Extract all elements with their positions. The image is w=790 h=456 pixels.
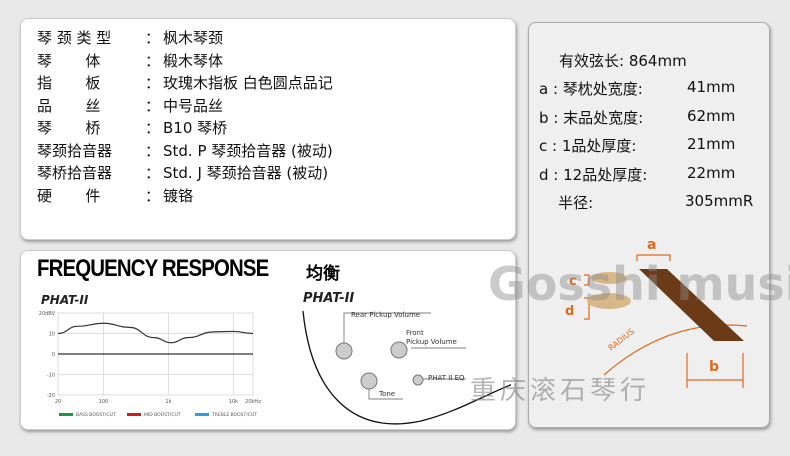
spec-value: Std. J 琴颈拾音器 (被动) xyxy=(163,164,329,182)
spec-value: 椴木琴体 xyxy=(163,51,224,70)
dim-value: 62mm xyxy=(687,106,736,125)
spec-colon: ： xyxy=(145,74,161,92)
spec-colon: ： xyxy=(145,51,161,70)
specs-panel: 琴 颈 类 型：枫木琴颈琴 体：椴木琴体指 板：玫瑰木指板 白色圆点品记品 丝：… xyxy=(20,18,516,240)
x-tick-label: 20kHz xyxy=(245,399,261,405)
neck-diagram: a b c d RADIUS xyxy=(565,237,748,388)
rear-pickup-label: Rear Pickup Volume xyxy=(351,311,421,319)
dim-label: d : 12品处厚度: xyxy=(539,165,648,184)
y-tick-label: -10 xyxy=(47,373,55,379)
spec-colon: ： xyxy=(145,119,161,137)
dimensions-panel: 有效弦长: 864mm a b c d RADIUS a : 琴枕处宽度: 41m… xyxy=(528,22,770,428)
spec-row: 指 板 ：玫瑰木指板 白色圆点品记 xyxy=(37,72,333,94)
tone-knob xyxy=(360,372,378,390)
legend-swatch xyxy=(195,413,209,416)
x-tick-label: 10k xyxy=(229,399,238,405)
front-label: Front xyxy=(406,329,424,337)
spec-value: 玫瑰木指板 白色圆点品记 xyxy=(163,74,333,92)
y-tick-label: 20dBV xyxy=(39,311,56,317)
dim-label: b : 末品处宽度: xyxy=(539,108,644,127)
front-volume-knob xyxy=(390,341,408,359)
dim-value: 21mm xyxy=(687,135,736,153)
spec-row: 品 丝 ：中号品丝 xyxy=(37,95,223,117)
eq-title: 均衡 xyxy=(306,264,340,284)
dim-label: 半径: xyxy=(539,194,594,212)
scale-length: 有效弦长: 864mm xyxy=(559,52,687,70)
spec-row: 琴 颈 类 型 ：枫木琴颈 xyxy=(37,27,223,49)
spec-colon: ： xyxy=(145,141,161,160)
dim-a: a xyxy=(647,237,656,253)
spec-key: 品 丝 xyxy=(37,96,101,115)
spec-colon: ： xyxy=(145,164,161,182)
watermark-brand: Gosshi music xyxy=(488,257,790,311)
eq-subtitle: PHAT-II xyxy=(303,291,355,306)
dim-value: 305mmR xyxy=(685,192,754,210)
spec-colon: ： xyxy=(145,29,161,47)
dim-label: c : 1品处厚度: xyxy=(539,137,637,155)
spec-row: 琴 体 ：椴木琴体 xyxy=(37,50,223,72)
y-tick-label: -20 xyxy=(47,393,55,399)
front-pickup-label: Pickup Volume xyxy=(406,338,457,346)
spec-colon: ： xyxy=(145,186,161,205)
spec-value: 枫木琴颈 xyxy=(163,29,224,47)
spec-value: 中号品丝 xyxy=(163,96,224,115)
watermark-store: 重庆滚石琴行 xyxy=(470,376,651,406)
spec-value: Std. P 琴颈拾音器 (被动) xyxy=(163,141,333,160)
chart-subtitle: PHAT-II xyxy=(41,293,89,307)
x-tick-label: 20 xyxy=(55,399,61,405)
dim-value: 41mm xyxy=(687,78,736,96)
body-outline xyxy=(302,310,511,425)
y-tick-label: 0 xyxy=(52,352,55,358)
legend-label: MID BOOST/CUT xyxy=(144,412,181,418)
spec-colon: ： xyxy=(145,96,161,115)
y-tick-label: 10 xyxy=(49,332,55,338)
legend-label: TREBLE BOOST/CUT xyxy=(211,412,257,418)
spec-row: 琴桥拾音器 ：Std. J 琴颈拾音器 (被动) xyxy=(37,162,328,184)
spec-key: 琴 体 xyxy=(37,51,101,70)
dim-value: 22mm xyxy=(687,163,736,182)
dim-c: c xyxy=(569,274,577,289)
dim-label: a : 琴枕处宽度: xyxy=(539,80,643,98)
radius-label: RADIUS xyxy=(607,327,636,353)
dim-b: b xyxy=(709,359,719,375)
dim-d: d xyxy=(565,304,574,319)
spec-row: 琴 桥 ：B10 琴桥 xyxy=(37,117,227,139)
spec-value: 镀铬 xyxy=(163,186,194,205)
series-response xyxy=(57,322,254,344)
spec-key: 琴 颈 类 型 xyxy=(37,29,112,47)
legend-label: BASS BOOST/CUT xyxy=(76,412,116,418)
phat-eq-knob xyxy=(412,374,424,386)
spec-value: B10 琴桥 xyxy=(163,119,228,137)
x-tick-label: 1k xyxy=(165,399,171,405)
spec-key: 琴桥拾音器 xyxy=(37,164,113,182)
spec-key: 琴颈拾音器 xyxy=(37,141,113,160)
spec-key: 琴 桥 xyxy=(37,119,101,137)
rear-volume-knob xyxy=(335,342,353,360)
legend-swatch xyxy=(59,413,73,416)
eq-diagram xyxy=(302,310,511,425)
tone-label: Tone xyxy=(379,390,396,398)
x-tick-label: 100 xyxy=(99,399,109,405)
spec-key: 硬 件 xyxy=(37,186,101,205)
frequency-response-title: FREQUENCY RESPONSE xyxy=(37,255,269,282)
spec-key: 指 板 xyxy=(37,74,101,92)
spec-row: 琴颈拾音器 ：Std. P 琴颈拾音器 (被动) xyxy=(37,140,333,162)
spec-row: 硬 件 ：镀铬 xyxy=(37,185,193,207)
phat-eq-label: PHAT II EQ xyxy=(428,374,465,382)
legend-swatch xyxy=(127,413,141,416)
